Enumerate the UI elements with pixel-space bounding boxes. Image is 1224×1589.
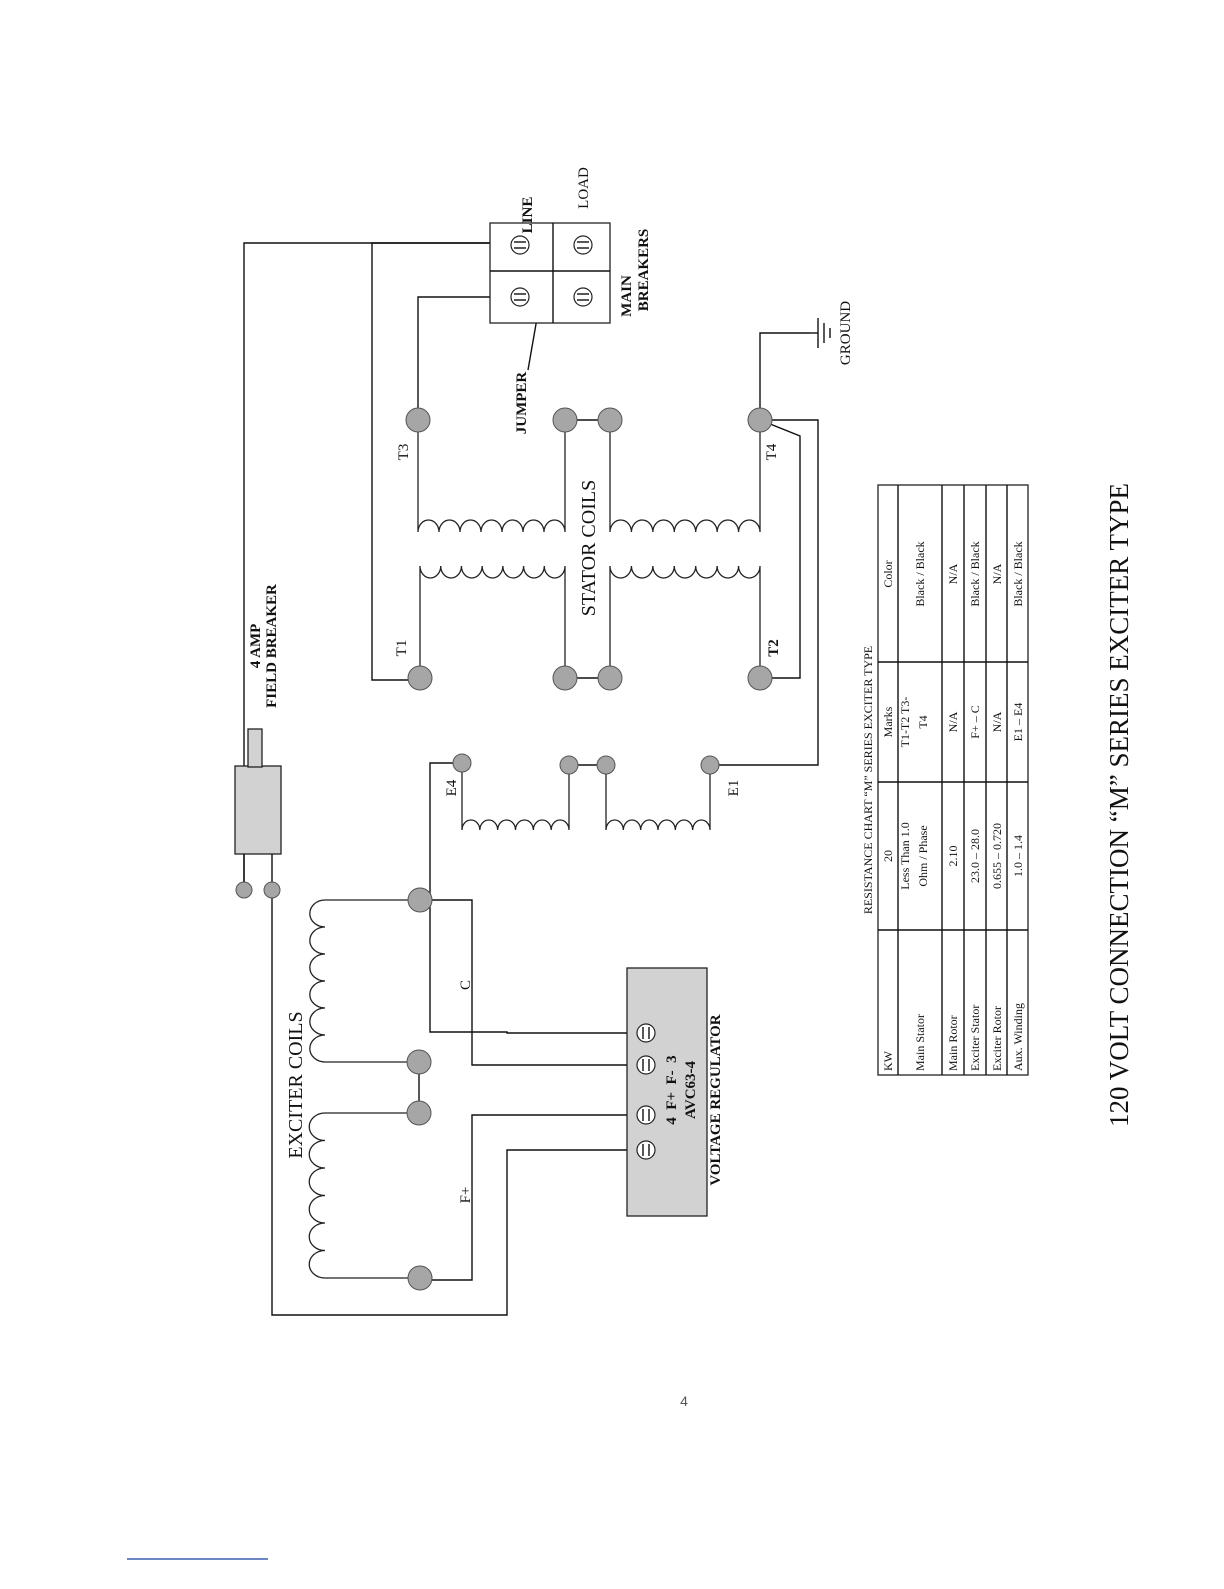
breaker-terminal: [573, 287, 593, 307]
aux-node: [559, 755, 579, 775]
chart-cell: Less Than 1.0: [898, 822, 912, 889]
chart-cell: Main Rotor: [946, 1015, 960, 1071]
regulator-terminal: [636, 1023, 656, 1043]
regulator-terminal: [636, 1055, 656, 1075]
regulator-terminal: [636, 1140, 656, 1160]
chart-cell: T4: [916, 715, 930, 728]
stator-coil-lower-right: [609, 565, 761, 666]
chart-header-cell: Marks: [881, 706, 895, 737]
terminal-node: [263, 881, 281, 899]
chart-cell: Exciter Stator: [968, 1005, 982, 1071]
e4-node: [452, 753, 472, 773]
aux-coil-right: [605, 774, 711, 831]
exciter-coil-upper: [309, 899, 408, 1063]
chart-header-cell: Color: [881, 560, 895, 587]
page-title: 120 VOLT CONNECTION “M” SERIES EXCITER T…: [1104, 483, 1134, 1127]
stator-coil-lower-left: [419, 565, 566, 666]
voltage-regulator: [626, 967, 708, 1217]
stator-node: [597, 407, 623, 433]
chart-cell: Ohm / Phase: [916, 825, 930, 886]
ground-icon: [810, 318, 831, 348]
stator-node: [552, 665, 578, 691]
chart-cell: N/A: [990, 563, 1004, 584]
t2-node: [747, 665, 773, 691]
chart-cell: Main Stator: [913, 1014, 927, 1071]
exciter-node: [406, 1049, 432, 1075]
e1-label: E1: [726, 780, 742, 797]
chart-cell: E1 – E4: [1011, 703, 1025, 742]
chart-cell: Aux. Winding: [1011, 1003, 1025, 1071]
exciter-node: [406, 1100, 432, 1126]
chart-cell: 0.655 – 0.720: [990, 823, 1004, 889]
breaker-terminal: [573, 235, 593, 255]
stator-coil-upper-right: [609, 432, 761, 533]
aux-node: [596, 755, 616, 775]
wires: [243, 242, 819, 1316]
stator-coils-label: STATOR COILS: [578, 480, 600, 616]
e1-node: [700, 755, 720, 775]
chart-cell: N/A: [990, 711, 1004, 732]
t3-label: T3: [396, 444, 412, 461]
main-breakers: [489, 222, 611, 324]
chart-title: RESISTANCE CHART “M” SERIES EXCITER TYPE: [861, 646, 875, 914]
t2-label: T2: [766, 639, 782, 657]
exciter-node: [407, 887, 433, 913]
terminal-node: [235, 881, 253, 899]
chart-cell: 23.0 – 28.0: [968, 829, 982, 883]
stator-node: [597, 665, 623, 691]
regulator-name-label: VOLTAGE REGULATOR: [708, 1014, 724, 1185]
t3-node: [405, 407, 431, 433]
t4-node: [747, 407, 773, 433]
chart-header-cell: 20: [881, 850, 895, 862]
jumper-label: JUMPER: [514, 372, 530, 435]
c-label: C: [458, 980, 474, 990]
field-breaker-label-1: 4 AMP: [248, 624, 264, 669]
chart-cell: 2.10: [946, 846, 960, 867]
exciter-coil-lower: [308, 1112, 408, 1279]
field-breaker-label-2: FIELD BREAKER: [264, 584, 280, 708]
chart-cell: Black / Black: [913, 541, 927, 606]
load-label: LOAD: [576, 167, 592, 209]
exciter-node: [407, 1265, 433, 1291]
chart-cell: T1-T2 T3-: [898, 697, 912, 748]
main-breakers-label-1: MAIN: [619, 275, 635, 317]
regulator-terminal: [636, 1105, 656, 1125]
ground-label: GROUND: [838, 301, 854, 365]
page-number: 4: [680, 1393, 688, 1409]
t4-label: T4: [764, 443, 780, 460]
chart-cell: F+ – C: [968, 705, 982, 738]
field-breaker: [234, 728, 282, 899]
regulator-terminals-label: 4 F+ F- 3: [664, 1055, 680, 1124]
chart-cell: Black / Black: [968, 541, 982, 606]
chart-cell: Black / Black: [1011, 541, 1025, 606]
regulator-model-label: AVC63-4: [683, 1060, 699, 1119]
coils: [308, 432, 761, 1279]
f-plus-label: F+: [458, 1187, 474, 1204]
t1-node: [407, 665, 433, 691]
aux-coil-left: [461, 772, 570, 831]
nodes: [405, 407, 773, 1291]
labels: LINE LOAD MAIN BREAKERS JUMPER GROUND ST…: [248, 167, 854, 1203]
exciter-coils-label: EXCITER COILS: [285, 1011, 307, 1158]
e4-label: E4: [444, 779, 460, 796]
t1-label: T1: [394, 640, 410, 657]
breaker-terminal: [510, 287, 530, 307]
chart-header-cell: KW: [881, 1050, 895, 1071]
breaker-terminal: [510, 235, 530, 255]
resistance-chart: RESISTANCE CHART “M” SERIES EXCITER TYPE…: [861, 484, 1029, 1076]
chart-cell: N/A: [946, 711, 960, 732]
stator-node: [552, 407, 578, 433]
chart-cell: 1.0 – 1.4: [1011, 835, 1025, 877]
chart-cell: N/A: [946, 563, 960, 584]
stator-coil-upper-left: [417, 432, 566, 533]
chart-cell: Exciter Rotor: [990, 1006, 1004, 1071]
main-breakers-label-2: BREAKERS: [636, 229, 652, 312]
line-label: LINE: [520, 197, 536, 234]
